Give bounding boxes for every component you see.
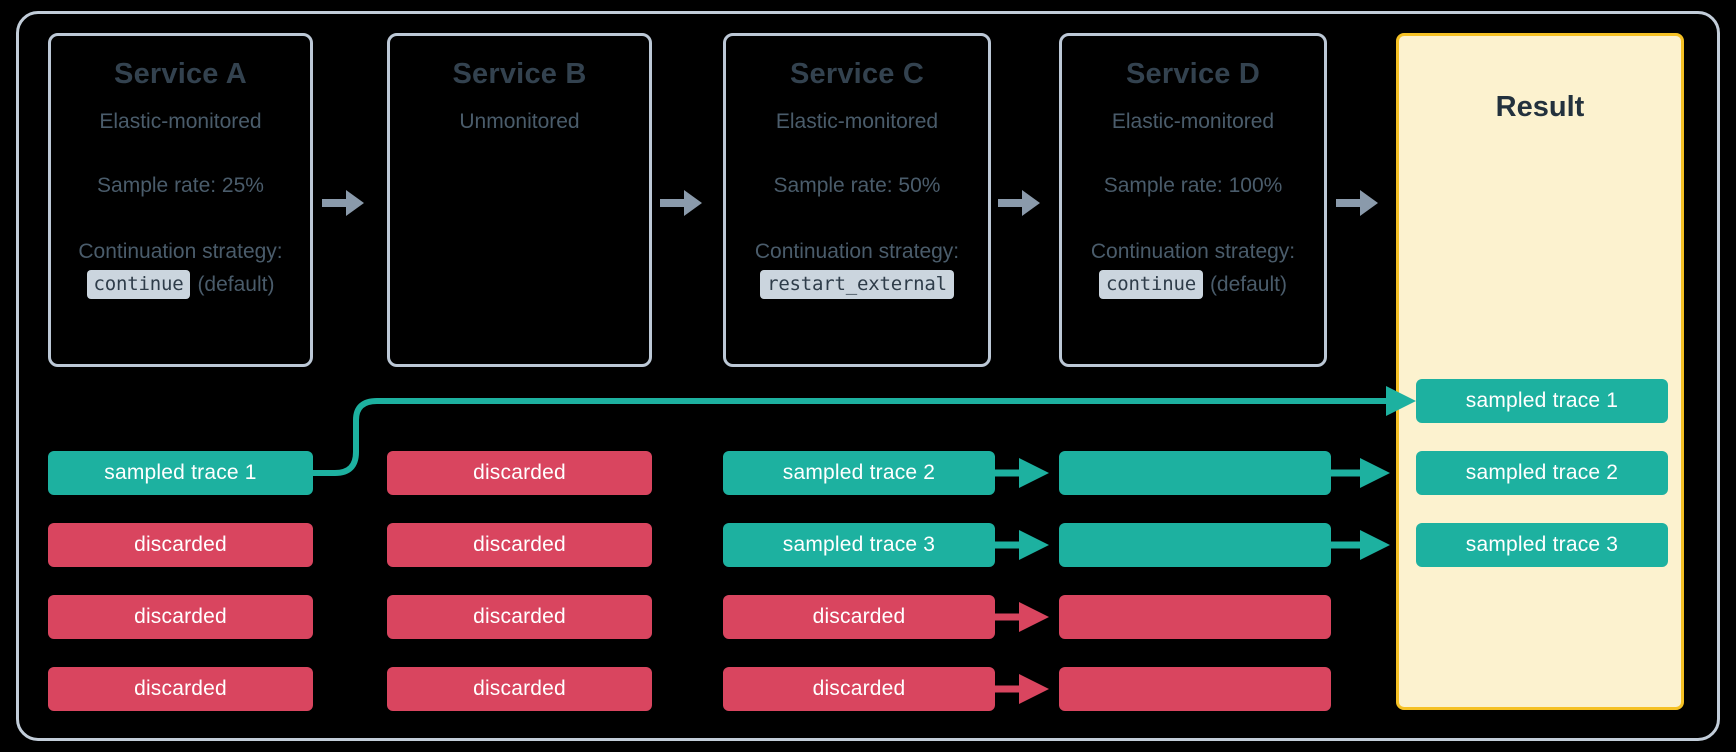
right-arrow-icon-ab [322,190,364,216]
trace-pill-b-1[interactable]: discarded [387,451,652,495]
trace-pill-c-5[interactable]: discarded [723,667,995,711]
result-title: Result [1495,91,1585,123]
result-pill-1[interactable]: sampled trace 1 [1416,379,1668,423]
service-sample-rate: Sample rate: 100% [1103,173,1283,197]
diagram-outer-frame [16,11,1720,741]
service-continuation-label: Continuation strategy: [1090,239,1296,263]
trace-pill-c-2[interactable]: sampled trace 2 [723,451,995,495]
strategy-code-chip: continue [1099,270,1203,300]
trace-label: sampled trace 3 [782,533,936,556]
service-box-d[interactable]: Service D Elastic-monitored Sample rate:… [1059,33,1327,367]
right-arrow-icon-cd [998,190,1040,216]
trace-pill-d-4[interactable] [1059,595,1331,639]
trace-pill-d-5[interactable] [1059,667,1331,711]
strategy-code-chip: restart_external [760,270,954,300]
trace-pill-d-2[interactable] [1059,451,1331,495]
trace-label: discarded [473,533,566,556]
trace-pill-c-3[interactable]: sampled trace 3 [723,523,995,567]
service-box-a[interactable]: Service A Elastic-monitored Sample rate:… [48,33,313,367]
trace-pill-c-4[interactable]: discarded [723,595,995,639]
service-strategy-line: restart_external [726,270,988,300]
trace-label: sampled trace 1 [104,461,257,484]
service-title: Service B [452,58,587,90]
trace-label: discarded [134,533,227,556]
strategy-default-note: (default) [1209,272,1287,296]
trace-label: sampled trace 3 [1465,533,1619,556]
trace-pill-a-1[interactable]: sampled trace 1 [48,451,313,495]
trace-label: sampled trace 2 [782,461,936,484]
trace-label: discarded [812,605,906,628]
service-strategy-line: continue (default) [51,270,310,300]
trace-pill-a-4[interactable]: discarded [48,667,313,711]
result-panel: Result [1396,33,1684,710]
strategy-default-note: (default) [197,272,275,296]
trace-pill-b-4[interactable]: discarded [387,667,652,711]
service-strategy-line: continue (default) [1062,270,1324,300]
strategy-code-chip: continue [86,270,191,300]
service-monitoring: Elastic-monitored [99,109,262,133]
trace-label: discarded [473,461,566,484]
service-title: Service C [790,58,924,90]
service-sample-rate: Sample rate: 25% [97,173,264,197]
service-continuation-label: Continuation strategy: [754,239,960,263]
result-pill-2[interactable]: sampled trace 2 [1416,451,1668,495]
trace-pill-d-3[interactable] [1059,523,1331,567]
service-box-c[interactable]: Service C Elastic-monitored Sample rate:… [723,33,991,367]
service-monitoring: Elastic-monitored [1111,109,1275,133]
trace-pill-b-3[interactable]: discarded [387,595,652,639]
trace-label: sampled trace 1 [1465,389,1619,412]
trace-label: discarded [134,605,227,628]
trace-label: discarded [473,605,566,628]
service-continuation-label: Continuation strategy: [78,239,283,263]
result-pill-3[interactable]: sampled trace 3 [1416,523,1668,567]
service-monitoring: Unmonitored [459,109,580,133]
service-title: Service D [1126,58,1260,90]
trace-pill-a-2[interactable]: discarded [48,523,313,567]
trace-label: discarded [473,677,566,700]
service-box-b[interactable]: Service B Unmonitored [387,33,652,367]
trace-label: discarded [134,677,227,700]
trace-label: discarded [812,677,906,700]
right-arrow-icon-d-result [1336,190,1378,216]
right-arrow-icon-bc [660,190,702,216]
service-sample-rate: Sample rate: 50% [773,173,941,197]
trace-pill-a-3[interactable]: discarded [48,595,313,639]
trace-label: sampled trace 2 [1465,461,1619,484]
service-title: Service A [114,58,247,90]
service-monitoring: Elastic-monitored [775,109,939,133]
trace-pill-b-2[interactable]: discarded [387,523,652,567]
